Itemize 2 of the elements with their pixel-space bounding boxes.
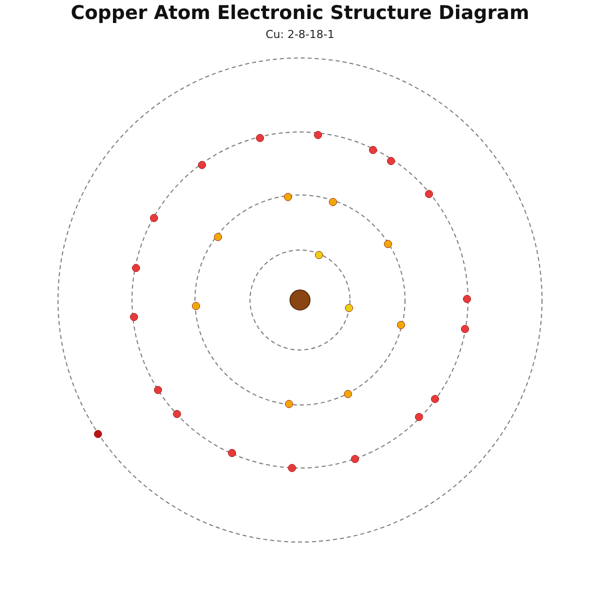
subtitle: Cu: 2-8-18-1	[266, 28, 334, 41]
diagram-title: Copper Atom Electronic Structure Diagram	[70, 2, 530, 24]
